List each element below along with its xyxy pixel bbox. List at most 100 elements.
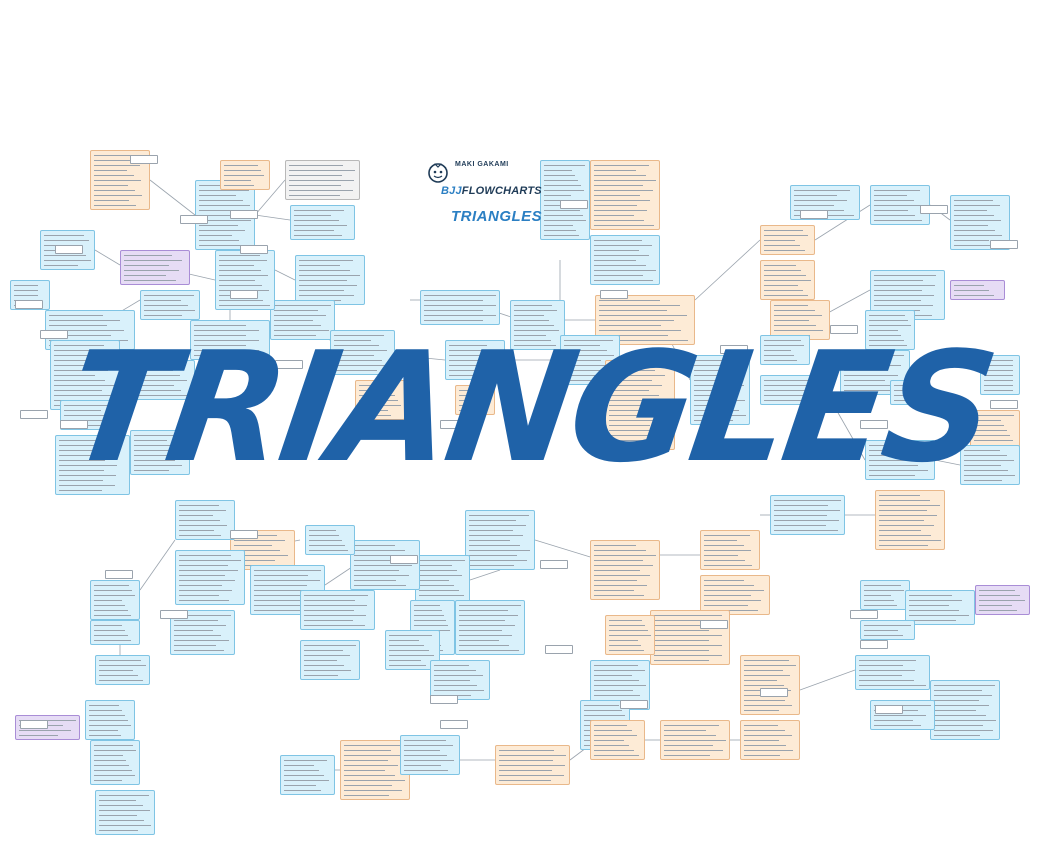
node-text-line [594,690,633,691]
node-text-line [609,645,641,646]
node-text-line [304,650,343,651]
node-text-line [194,340,259,341]
node-text-line [594,725,627,726]
node-text-line [179,600,229,601]
node-text-line [344,750,391,751]
node-text-line [304,620,353,621]
node-text-line [764,230,803,231]
node-text-line [54,395,112,396]
node-text-line [94,160,133,161]
node-text-line [654,615,722,616]
node-text-line [289,175,342,176]
node-text-line [609,635,651,636]
flow-node [950,280,1005,300]
flow-tag [15,300,43,309]
node-text-line [764,390,816,391]
node-text-line [49,335,111,336]
flow-node [295,255,365,305]
flow-tag [130,155,158,164]
node-text-line [354,580,396,581]
node-text-line [704,540,737,541]
flow-tag [55,245,83,254]
flow-node [85,700,135,740]
node-text-line [199,230,245,231]
flow-node [130,430,190,475]
node-text-line [869,450,911,451]
node-text-line [284,785,316,786]
node-text-line [979,590,1015,591]
flow-node [140,290,200,320]
node-text-line [744,755,780,756]
node-text-line [764,240,795,241]
node-text-line [894,385,917,386]
node-text-line [469,535,523,536]
node-text-line [99,675,138,676]
node-text-line [304,595,368,596]
node-text-line [144,310,195,311]
node-text-line [289,165,343,166]
node-text-line [594,220,644,221]
node-text-line [359,410,388,411]
node-text-line [144,300,181,301]
node-text-line [459,630,502,631]
flow-node [980,355,1020,395]
flow-connector [274,269,296,281]
node-text-line [289,180,354,181]
node-text-line [704,610,758,611]
node-text-line [864,635,903,636]
node-text-line [594,555,656,556]
node-text-line [94,175,134,176]
node-text-line [704,535,750,536]
node-text-line [764,340,801,341]
node-text-line [359,405,401,406]
node-text-line [94,770,132,771]
flow-tag [275,360,303,369]
node-text-line [99,680,143,681]
node-text-line [594,560,643,561]
node-text-line [964,460,1014,461]
node-text-line [704,565,752,566]
node-text-line [179,570,238,571]
node-text-line [874,305,933,306]
flow-node [285,160,360,200]
node-text-line [449,355,501,356]
node-text-line [89,725,131,726]
node-text-line [419,585,454,586]
node-text-line [274,320,313,321]
node-text-line [54,345,104,346]
flow-connector [254,214,291,221]
node-text-line [94,185,128,186]
node-text-line [874,275,936,276]
node-text-line [449,350,494,351]
node-text-line [594,680,639,681]
flow-connector [254,179,286,216]
node-text-line [764,400,811,401]
node-text-line [774,530,838,531]
node-text-line [984,390,1013,391]
node-text-line [19,735,58,736]
node-text-line [704,550,751,551]
node-text-line [744,725,778,726]
node-text-line [594,695,640,696]
node-text-line [594,265,646,266]
flow-node [280,755,335,795]
node-text-line [609,400,669,401]
node-text-line [954,240,989,241]
node-text-line [704,580,744,581]
node-text-line [299,270,350,271]
node-text-line [344,765,398,766]
node-text-line [274,325,321,326]
node-text-line [974,430,1007,431]
node-text-line [199,195,236,196]
node-text-line [594,580,637,581]
node-text-line [179,505,219,506]
node-text-line [254,575,308,576]
flow-node [860,580,910,610]
node-text-line [594,735,637,736]
node-text-line [94,745,133,746]
flow-node [760,335,810,365]
node-text-line [764,250,805,251]
brand-name-suffix: FLOWCHARTS [461,185,542,197]
node-text-line [694,385,744,386]
node-text-line [304,615,366,616]
